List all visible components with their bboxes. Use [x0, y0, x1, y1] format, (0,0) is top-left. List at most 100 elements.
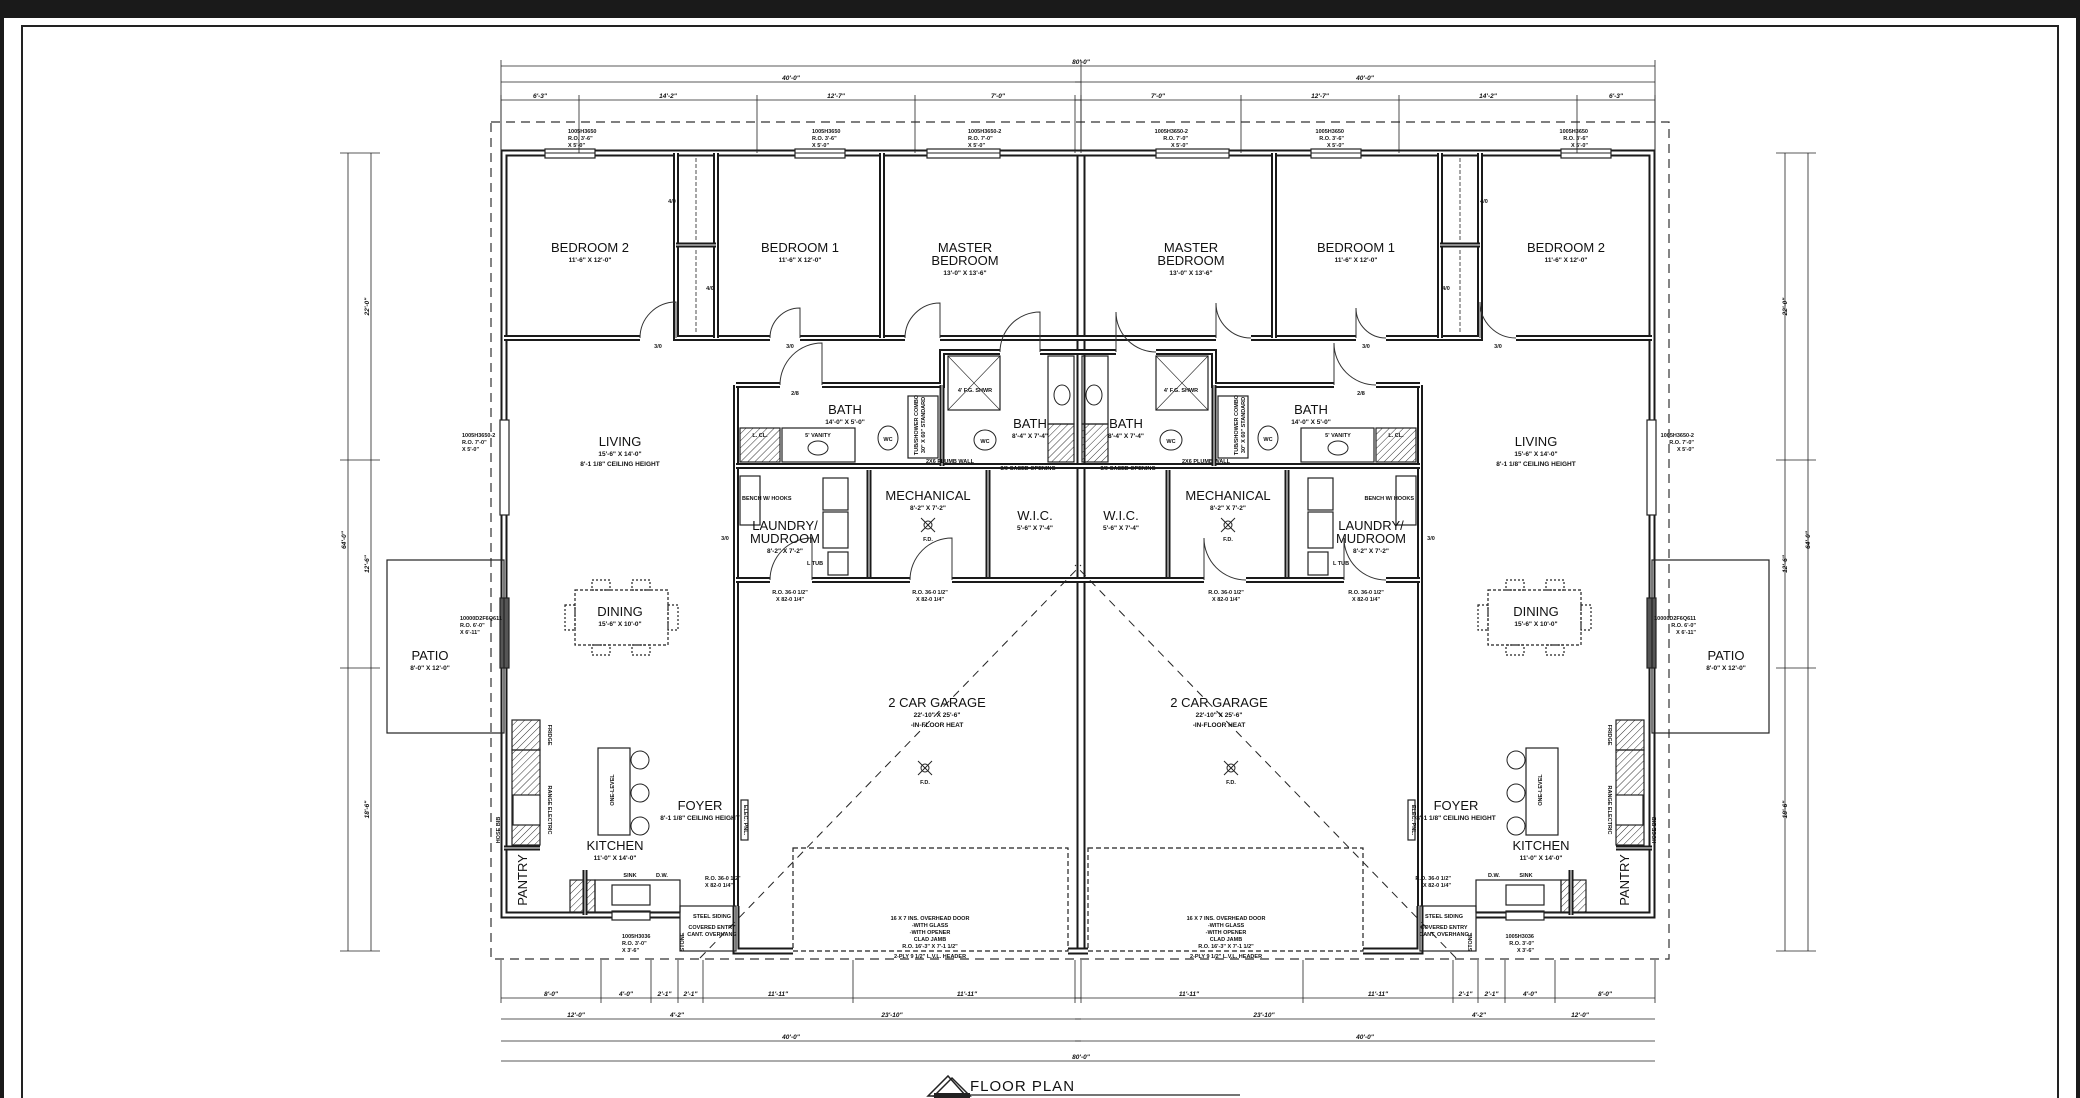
right-living-window: [1646, 419, 1657, 516]
left-kitchen-island: [597, 747, 631, 836]
right-room-name-2: MUDROOM: [1336, 531, 1406, 546]
left-floor-drain-icon: [920, 763, 930, 773]
right-dw-label: D.W.: [1488, 873, 1500, 879]
left-bench-label: BENCH W/ HOOKS: [742, 496, 792, 502]
left-sink-label: SINK: [623, 873, 636, 879]
right-fd-label: F.D.: [1226, 780, 1236, 786]
right-room-size: 8'-2" X 7'-2": [1353, 548, 1389, 555]
left-overhead-door-outline: [792, 847, 1069, 952]
right-dining-chair: [1505, 579, 1525, 591]
right-room-name: PATIO: [1707, 648, 1744, 663]
right-bottom-dim-label: 4'-0": [1522, 991, 1538, 998]
right-overhead-door-note: R.O. 16'-3" X 7'-1 1/2": [1198, 944, 1254, 950]
right-door-swing-7: [1203, 537, 1247, 581]
left-bottom-half-label: 40'-0": [781, 1034, 801, 1041]
right-room-size: 15'-6" X 10'-0": [1514, 621, 1557, 628]
left-island-label: ONE-LEVEL: [610, 774, 616, 806]
right-window-label: 1005H3650-2: [1155, 129, 1188, 135]
left-side-dim-label: 18'-6": [364, 800, 371, 819]
left-tub-label: TUB/SHOWER COMBO30" X 60" STANDARD: [914, 394, 927, 455]
left-door-swing-7: [909, 537, 953, 581]
left-window-height: X 5'-0": [968, 143, 985, 149]
right-room-pantry: PANTRY: [1617, 854, 1632, 906]
left-room-size: 11'-6" X 12'-0": [569, 257, 612, 264]
left-wc-label: WC: [883, 437, 892, 443]
left-kitchen-window: [611, 910, 651, 921]
right-window-label: 1005H3650: [1316, 129, 1344, 135]
left-depth-label: 64'-0": [341, 530, 348, 549]
left-bench: [739, 475, 761, 526]
left-room-size: 5'-6" X 7'-4": [1017, 525, 1053, 532]
left-room-name: BATH: [1013, 416, 1047, 431]
right-fd-label: F.D.: [1223, 537, 1233, 543]
right-toilet-icon: [1257, 425, 1279, 451]
left-closet-door-tag: 4/0: [668, 199, 676, 205]
right-linen-closet: [1375, 427, 1417, 463]
right-door-swing-6: [1343, 537, 1387, 581]
top-total-width-label: 80'-0": [1072, 59, 1091, 66]
left-overhead-door-note: -WITH GLASS: [912, 923, 949, 929]
right-bottom-dim-label: 2'-1": [1483, 991, 1499, 998]
right-living-window-label: 1005H3650-2: [1661, 433, 1694, 439]
right-patio-door-label: 10000D2F6Q611: [1654, 616, 1696, 622]
right-door-swing-1: [1479, 301, 1517, 339]
right-island-label: ONE-LEVEL: [1538, 774, 1544, 806]
left-shower: [947, 355, 1001, 411]
left-wc-label: WC: [980, 439, 989, 445]
right-cased-opening-label: 3/0 CASED OPENING: [1100, 466, 1155, 472]
left-siding-label: STEEL SIDING: [693, 914, 731, 920]
right-linen-label: L. CL.: [1388, 433, 1404, 439]
right-room-name: BATH: [1109, 416, 1143, 431]
left-room-pantry: PANTRY: [515, 854, 530, 906]
right-stone-label: STONE: [1468, 932, 1474, 951]
right-dining-chair: [1545, 644, 1565, 656]
left-sink-icon: [807, 440, 829, 456]
left-shower-label: 4' F.G. SHWR: [958, 388, 992, 394]
left-entry-door-ro-2: X 82-0 1/4": [705, 883, 733, 889]
left-elec-panel-label: ELEC. PNL.: [742, 805, 748, 836]
left-entry-label-line: COVERED ENTRY: [688, 925, 735, 931]
right-laundry-tub: [1307, 551, 1329, 576]
right-window-height: X 5'-0": [1571, 143, 1588, 149]
left-dining-chair: [631, 644, 651, 656]
right-room-name: BEDROOM 1: [1317, 240, 1395, 255]
right-door-tag: 2/8: [1357, 391, 1365, 397]
left-washer: [822, 511, 849, 549]
left-side-dim-label: 12'-6": [364, 554, 371, 573]
left-door-swing-2: [769, 307, 801, 339]
right-wc-label: WC: [1263, 437, 1272, 443]
left-window-ro: R.O. 7'-0": [968, 136, 993, 142]
left-dining-chair: [591, 579, 611, 591]
right-room-name: BEDROOM 2: [1527, 240, 1605, 255]
right-bottom-dim-label-2: 12'-0": [1571, 1012, 1590, 1019]
left-door-swing-1: [639, 301, 677, 339]
left-patio-door-ro: R.O. 6'-0": [460, 623, 485, 629]
right-bottom-dim-label: 11'-11": [1368, 991, 1389, 998]
right-room-size: 8'-0" X 12'-0": [1706, 665, 1746, 672]
right-dryer: [1307, 477, 1334, 511]
right-window-ro: R.O. 3'-6": [1563, 136, 1588, 142]
right-toilet-icon: [1159, 429, 1183, 451]
right-kitchen-island: [1525, 747, 1559, 836]
left-room-size: 8'-4" X 7'-4": [1012, 433, 1048, 440]
right-room-name: MASTER: [1164, 240, 1218, 255]
left-stone-label: STONE: [680, 932, 686, 951]
right-door-tag: 3/0: [1494, 344, 1502, 350]
left-covered-entry: [679, 905, 737, 952]
right-room-name: W.I.C.: [1103, 508, 1138, 523]
right-entry-door-ro-2: X 82-0 1/4": [1423, 883, 1451, 889]
right-room-size: 15'-6" X 14'-0": [1514, 451, 1557, 458]
left-kitchen-window-label: 1005H3036: [622, 934, 650, 940]
right-door-tag: 3/0: [1362, 344, 1370, 350]
left-room-note: 8'-1 1/8" CEILING HEIGHT: [660, 815, 739, 822]
right-overhead-door-note: -WITH OPENER: [1206, 930, 1247, 936]
right-fridge: [1615, 719, 1645, 751]
right-bottom-dim-label: 11'-11": [1179, 991, 1200, 998]
left-bottom-dim-label: 8'-0": [544, 991, 559, 998]
left-room-name: KITCHEN: [586, 838, 643, 853]
left-range-label: RANGE ELECTRIC: [546, 786, 552, 835]
left-room-name: BEDROOM 2: [551, 240, 629, 255]
right-room-name: BATH: [1294, 402, 1328, 417]
